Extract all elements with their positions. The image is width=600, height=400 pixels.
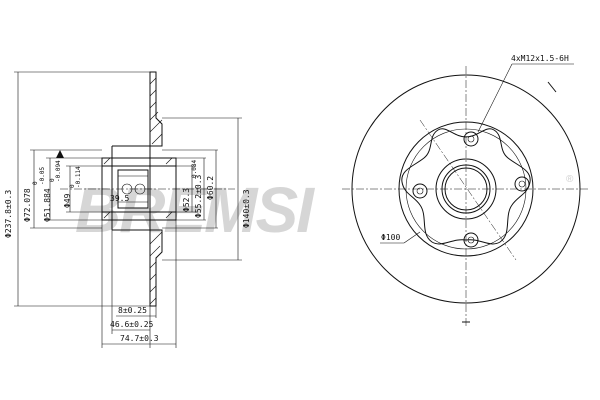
front-view: 4xM12x1.5-6H Φ100	[342, 54, 590, 328]
bolt-hole-left	[412, 183, 428, 199]
dim-hub-inner-tol: 0.084	[191, 160, 198, 178]
dim-inner-bore-tol-top: 0	[69, 184, 76, 188]
bolt-hole-bottom	[463, 232, 479, 248]
bolt-hole-right	[514, 176, 530, 192]
dim-bolt-circle: Φ140±0.3	[242, 189, 251, 228]
dim-bearing-bore-a: Φ72.078	[23, 188, 32, 222]
bolt-hole-right-inner	[518, 180, 526, 188]
dim-offset: 46.6±0.25	[110, 320, 154, 329]
dim-hub-inner: Φ52.3	[182, 188, 191, 212]
pcd-leader	[403, 231, 421, 244]
datum-triangle	[56, 150, 64, 158]
section-marker-top	[547, 81, 557, 93]
dim-bearing-bore-a-tol-bottom: -0.05	[39, 167, 46, 185]
dim-inner-bore: Φ49	[63, 193, 72, 208]
bolt-hole-top-inner	[467, 135, 475, 143]
dim-outer-diameter: Φ237.8±0.3	[4, 190, 13, 238]
hub-flange-edges	[112, 145, 150, 231]
dim-inner-bore-tol-bottom: -0.114	[75, 166, 82, 188]
section-hatching	[103, 77, 173, 305]
dim-total-height: 74.7±0.3	[120, 334, 159, 343]
thread-leader	[477, 63, 513, 133]
watermark-logo: BREMSI ®	[75, 174, 574, 246]
dim-bearing-seat: Φ51.884	[43, 188, 52, 222]
pcd-label: Φ100	[381, 233, 400, 242]
side-view-section: Φ237.8±0.3 Φ72.078 -0.05 0 Φ51.884 -0.09…	[4, 71, 251, 348]
bolt-hole-bottom-inner	[467, 236, 475, 244]
watermark-registered-mark: ®	[566, 174, 574, 185]
dim-thickness: 8±0.25	[118, 306, 147, 315]
dim-bearing-seat-tol-bottom: -0.094	[55, 160, 62, 182]
front-center-line-diag	[419, 119, 517, 261]
bolt-holes	[412, 131, 530, 248]
bolt-hole-left-inner	[416, 187, 424, 195]
watermark-text: BREMSI	[75, 174, 315, 246]
dim-pilot: Φ60.2	[206, 176, 215, 200]
thread-note: 4xM12x1.5-6H	[511, 54, 569, 63]
dim-bearing-bore-a-tol-top: 0	[32, 181, 39, 185]
dim-small-length: 39.5	[110, 194, 129, 203]
dim-bearing-seat-tol-top: 0	[49, 178, 56, 182]
bolt-hole-top	[463, 131, 479, 147]
dim-hub-outer: Φ55.2±0.3	[194, 174, 203, 218]
rotor-plate-upper	[149, 71, 163, 147]
